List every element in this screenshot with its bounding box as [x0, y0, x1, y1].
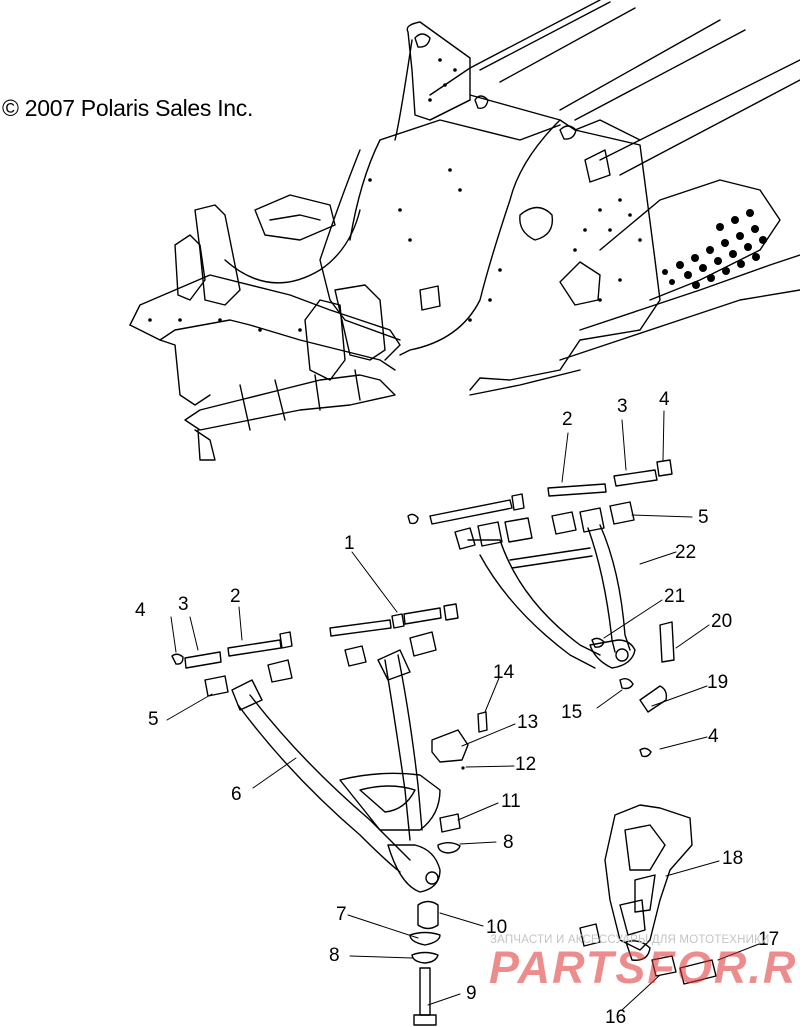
- callout-7: 7: [336, 904, 347, 925]
- callout-9: 9: [466, 983, 477, 1004]
- callout-3: 3: [617, 396, 628, 417]
- upper-arm-bushings: [454, 501, 635, 550]
- running-board-holes: [148, 58, 767, 332]
- callout-10: 10: [486, 917, 508, 938]
- callout-6: 6: [231, 784, 242, 805]
- callout-17: 17: [758, 929, 780, 950]
- ball-joint-hardware: [409, 711, 488, 1026]
- spindle-hardware: [579, 621, 717, 985]
- callout-11: 11: [501, 791, 521, 812]
- callout-4: 4: [708, 726, 719, 747]
- callout-8: 8: [329, 945, 340, 966]
- callout-16: 16: [605, 1007, 627, 1027]
- copyright-notice: © 2007 Polaris Sales Inc.: [2, 95, 254, 121]
- callout-22: 22: [675, 542, 697, 563]
- callout-14: 14: [493, 662, 515, 683]
- callout-2: 2: [230, 586, 241, 607]
- callout-5: 5: [148, 709, 159, 730]
- callout-21: 21: [664, 586, 686, 607]
- watermark-caption: ЗАПЧАСТИ И АКСЕССУАРЫ ДЛЯ МОТОТЕХНИКИ: [490, 934, 770, 946]
- watermark-brand: PARTSFOR.RU: [489, 942, 800, 993]
- callout-8: 8: [503, 832, 514, 853]
- callout-15: 15: [561, 702, 583, 723]
- callout-4: 4: [135, 600, 146, 621]
- spindle: [604, 804, 693, 951]
- chassis-frame: [129, 0, 800, 461]
- callout-20: 20: [711, 611, 733, 632]
- upper-bolts: [407, 459, 673, 525]
- callout-2: 2: [562, 409, 573, 430]
- callout-3: 3: [178, 594, 189, 615]
- callout-19: 19: [707, 672, 729, 693]
- leader-lines: [166, 410, 760, 1011]
- callout-5: 5: [698, 507, 709, 528]
- callout-12: 12: [515, 754, 537, 775]
- callout-4: 4: [659, 389, 670, 410]
- lower-a-arm: [231, 649, 441, 893]
- callout-13: 13: [517, 712, 539, 733]
- callout-18: 18: [722, 848, 744, 869]
- lower-bushings-bolts: [171, 603, 459, 697]
- callout-1: 1: [344, 533, 355, 554]
- upper-a-arm: [467, 524, 636, 669]
